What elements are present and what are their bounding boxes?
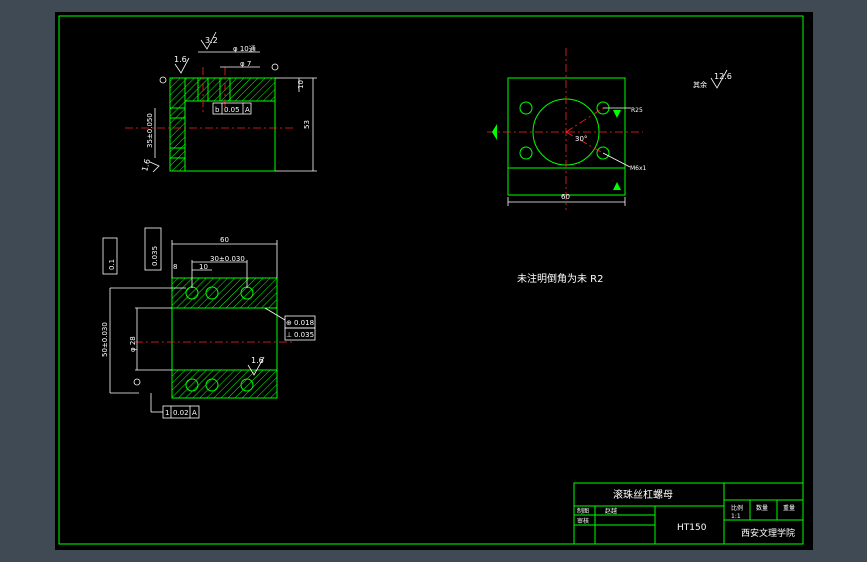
rest-roughness-symbol — [710, 69, 728, 89]
section-view: 60 30±0.030 10 8 50±0.030 φ 28 0.1 0.035… — [101, 227, 316, 419]
roughness-symbol-side — [200, 31, 217, 50]
rest-roughness-label: 其余 — [693, 80, 707, 89]
top-view-width-label: 60 — [561, 193, 570, 201]
section-gdt-right-1-sym: ⊕ — [286, 319, 292, 327]
front-view-slot-2 — [169, 147, 186, 159]
front-height-small-label: 10 — [297, 80, 305, 89]
section-dia-label: φ 28 — [129, 336, 137, 352]
section-hole-5 — [205, 378, 219, 392]
section-gdt-left-2-text: 0.035 — [151, 246, 159, 266]
section-offset-label: 10 — [199, 263, 208, 271]
qty-label: 数量 — [756, 504, 768, 512]
front-view: b 0.05 A φ 10通 φ 7 53 10 35±0.050 1.6 3.… — [125, 31, 317, 173]
datum-marker-right — [271, 63, 279, 71]
roughness-side-value: 3.2 — [205, 36, 218, 45]
drawn-label: 制图 — [577, 507, 589, 515]
section-gdt-left-1-text: 0.1 — [108, 259, 116, 270]
front-gdt-cell-2: 0.05 — [224, 106, 240, 114]
top-view-thread-label: M6x1 — [630, 165, 647, 172]
top-view-hole-tl — [519, 101, 533, 115]
section-gdt-bottom — [162, 405, 200, 419]
front-view-slot-1 — [169, 107, 186, 119]
rest-roughness-value: 12.6 — [714, 72, 732, 81]
part-name: 滚珠丝杠螺母 — [613, 488, 673, 501]
scale-label: 比例 — [731, 504, 743, 512]
section-gdt-right-1-val: 0.018 — [294, 319, 314, 327]
section-spacing-label: 30±0.030 — [210, 255, 245, 263]
section-gdt-right-2-val: 0.035 — [294, 331, 314, 339]
section-hatch-bottom — [171, 369, 278, 399]
section-gdt-left-1 — [102, 237, 118, 275]
front-view-hatch-left — [169, 77, 186, 172]
drawing-sheet: b 0.05 A φ 10通 φ 7 53 10 35±0.050 1.6 3.… — [55, 12, 813, 550]
roughness-symbol-bottom — [247, 356, 265, 376]
section-hole-6 — [240, 378, 254, 392]
top-view: 60 R25 M6x1 30° 其余 12.6 — [487, 48, 732, 210]
front-gdt-frame — [212, 102, 252, 115]
datum-marker-left — [159, 76, 167, 84]
weight-label: 重量 — [783, 504, 795, 512]
section-gdt-bottom-3: A — [192, 409, 197, 417]
front-left-dim-label: 35±0.050 — [146, 113, 154, 148]
section-arrow-top — [613, 110, 621, 118]
roughness-symbol-top — [174, 57, 190, 74]
top-view-hole-br — [596, 146, 610, 160]
front-gdt-cell-3: A — [245, 106, 250, 114]
section-length-label: 60 — [220, 236, 229, 244]
title-block-frame — [573, 482, 804, 545]
datum-marker-b — [133, 378, 141, 386]
section-gdt-left-2 — [144, 227, 162, 271]
section-hole-2 — [205, 286, 219, 300]
section-vertical-label: 50±0.030 — [101, 322, 109, 357]
top-view-hole-bl — [519, 146, 533, 160]
top-view-angle-label: 30° — [575, 135, 587, 143]
section-arrow-bottom — [613, 182, 621, 190]
front-gdt-cell-1: b — [215, 106, 220, 114]
section-edge-offset-label: 8 — [173, 263, 177, 271]
cad-drawing: b 0.05 A φ 10通 φ 7 53 10 35±0.050 1.6 3.… — [58, 15, 804, 545]
front-hole-small-label: φ 7 — [240, 60, 251, 68]
general-note: 未注明倒角为未 R2 — [517, 272, 604, 285]
section-gdt-bottom-2: 0.02 — [173, 409, 189, 417]
roughness-symbol-left — [149, 161, 160, 173]
front-hole-dia-label: φ 10通 — [233, 44, 256, 53]
section-gdt-right-2-sym: ⊥ — [286, 331, 292, 339]
school-name: 西安文理学院 — [741, 527, 795, 539]
checked-label: 审核 — [577, 517, 589, 525]
roughness-top-value: 1.6 — [174, 55, 187, 64]
top-view-radius-label: R25 — [631, 107, 643, 114]
roughness-left-value: 1.6 — [140, 158, 152, 173]
section-hatch-top — [171, 277, 278, 309]
designer-name: 赵越 — [605, 507, 617, 515]
scale-value: 1:1 — [731, 513, 741, 520]
section-gdt-bottom-1: 1 — [165, 409, 169, 417]
title-block: 滚珠丝杠螺母 HT150 比例 数量 重量 1:1 制图 审核 赵越 西安文理学… — [573, 482, 804, 545]
section-gdt-right-2 — [284, 327, 316, 341]
drawing-frame — [58, 15, 804, 545]
section-hole-4 — [185, 378, 199, 392]
front-height-label: 53 — [303, 120, 311, 129]
top-view-outline — [507, 77, 626, 196]
section-arrow-left — [492, 124, 497, 140]
roughness-bottom-value: 1.6 — [251, 356, 264, 365]
material-label: HT150 — [677, 523, 707, 533]
